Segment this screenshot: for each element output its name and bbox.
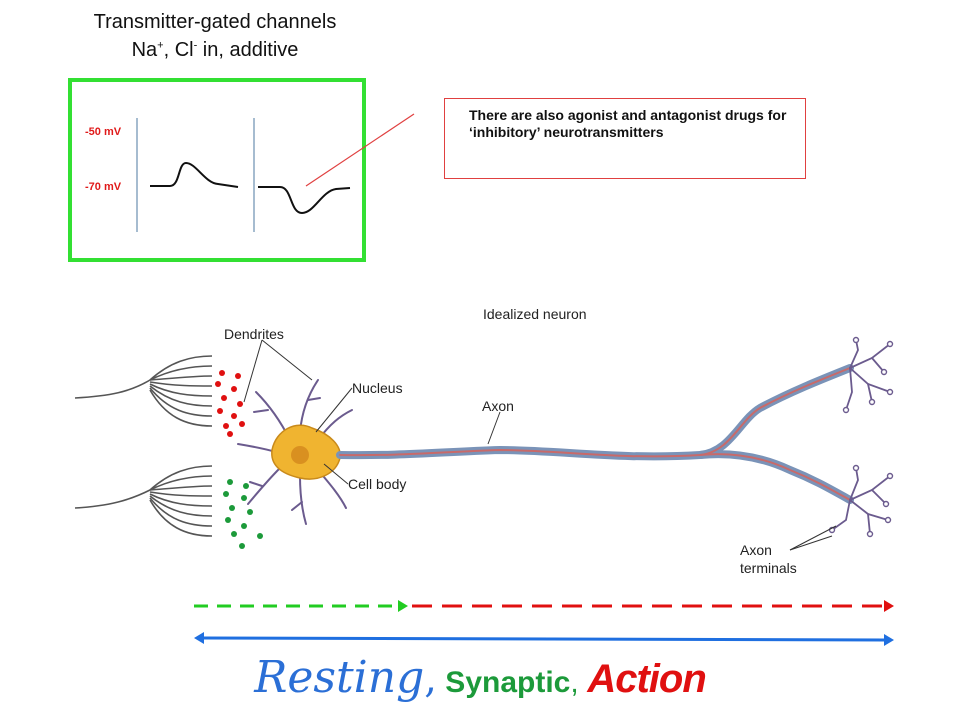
caption-synaptic: Synaptic [436,666,571,699]
axon-terminals [831,339,891,535]
callout-pointer [305,113,415,187]
label-nucleus: Nucleus [352,380,403,396]
ion-na-charge: + [157,39,164,52]
label-axon-terminals-2: terminals [740,560,797,576]
title-line-2: Na+, Cl- in, additive [60,36,370,64]
ion-na: Na [131,39,158,61]
potential-traces-box [68,78,366,262]
label-dendrites: Dendrites [224,326,284,342]
label-cell-body: Cell body [348,476,407,492]
caption-separator-1: , [424,656,437,702]
bottom-caption: Resting, Synaptic, Action [0,652,960,703]
callout-box: There are also agonist and antagonist dr… [444,98,806,179]
blue-double-arrow [194,632,894,646]
label-axon: Axon [482,398,514,414]
slide-title: Transmitter-gated channels Na+, Cl- in, … [60,8,370,64]
red-neurotransmitter-dots [215,370,245,437]
ipsp-trace [253,118,351,232]
presynaptic-terminal-upper [74,355,213,427]
caption-action: Action [578,657,706,701]
presynaptic-terminal-lower [74,465,213,537]
axon [336,364,854,504]
caption-separator-2: , [570,666,579,699]
label-axon-terminals-1: Axon [740,542,772,558]
title-line-1: Transmitter-gated channels [93,11,337,33]
axon-terminal-buttons [828,336,894,538]
red-dashed-arrow [412,600,894,612]
nucleus [291,446,309,464]
title-line-2-rest: in, additive [197,39,299,61]
ion-cl-charge: - [193,39,198,52]
label-leader-lines [243,339,837,551]
green-dashed-arrow [194,600,408,612]
voltage-label-lower: -70 mV [85,181,122,193]
ion-cl: , Cl [163,39,194,61]
neuron-diagram-title: Idealized neuron [483,306,587,322]
green-neurotransmitter-dots [223,479,263,549]
voltage-label-upper: -50 mV [85,126,122,138]
caption-resting: Resting [254,652,425,703]
epsp-trace [136,118,239,232]
